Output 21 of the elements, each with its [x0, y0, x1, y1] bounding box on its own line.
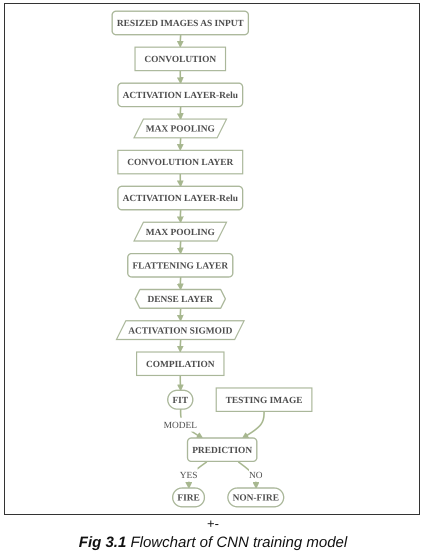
arrow: [176, 70, 184, 84]
arrow: [242, 411, 265, 439]
arrow: [176, 340, 184, 352]
arrow: [176, 277, 184, 290]
arrow: [176, 106, 184, 120]
arrow: [176, 308, 184, 322]
edge-label: MODEL: [164, 419, 197, 430]
arrow: [176, 241, 184, 254]
arrow: [176, 35, 184, 48]
arrow: [176, 375, 184, 392]
arrow: [176, 174, 184, 187]
arrow: [176, 138, 184, 151]
arrow: [176, 210, 184, 223]
node-box: CONVOLUTION: [134, 46, 226, 72]
node-box: TESTING IMAGE: [216, 387, 312, 412]
note-text: +-: [207, 516, 219, 531]
node-box: CONVOLUTION LAYER: [117, 150, 244, 174]
edge-label: YES: [180, 469, 198, 480]
node-box: COMPILATION: [136, 351, 225, 376]
figure-caption: Fig 3.1 Flowchart of CNN training model: [78, 534, 348, 551]
edge-label: NO: [248, 469, 263, 480]
